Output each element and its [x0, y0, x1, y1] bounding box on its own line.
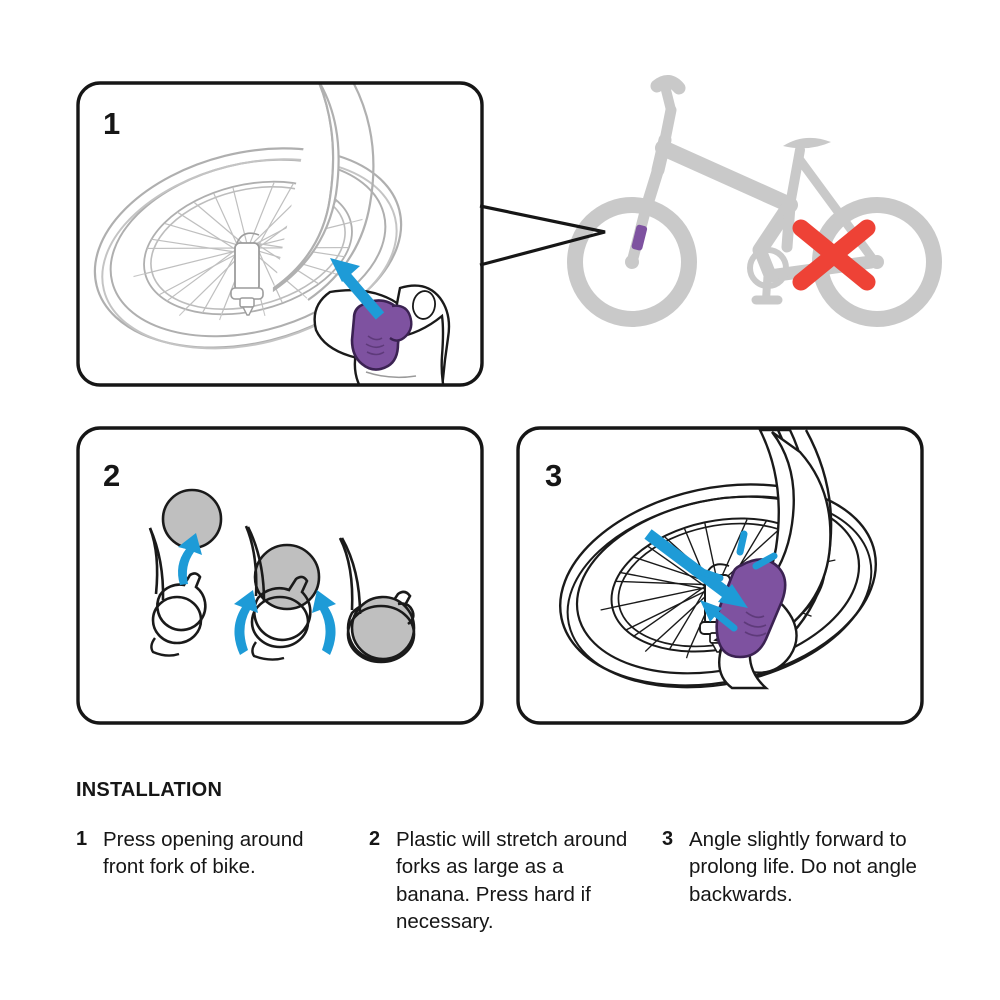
caption-item-3: 3 Angle slightly forward to prolong life…: [662, 826, 955, 908]
purple-clip-panel3: [715, 558, 787, 659]
bike-saddle-icon: [783, 137, 831, 149]
panel-2-number: 2: [103, 458, 121, 493]
stretch-arrow-2-right: [312, 590, 336, 655]
caption-text-3: Angle slightly forward to prolong life. …: [689, 828, 917, 906]
bike-fork-panel1: [272, 83, 375, 301]
clip-stage-3: [338, 537, 416, 664]
bike-front-wheel-icon: [567, 197, 697, 327]
caption-columns: 1 Press opening around front fork of bik…: [76, 826, 956, 935]
stretch-arrow-1: [178, 533, 202, 585]
installation-heading: INSTALLATION: [76, 779, 223, 801]
bike-handlebar-stem-icon: [661, 85, 676, 115]
bike-crank-arm-icon: [762, 264, 772, 304]
stretch-arrow-2-left: [234, 590, 258, 655]
caption-item-1: 1 Press opening around front fork of bik…: [76, 826, 369, 881]
clip-stage-2: [234, 525, 336, 661]
wheel-hub-panel1: [230, 232, 264, 316]
bike-overview-callout: [479, 75, 942, 327]
panel-2-frame: [76, 426, 484, 725]
bike-stem-icon: [659, 104, 677, 146]
panel-3-number: 3: [545, 458, 563, 493]
clip-stage-1: [148, 488, 223, 657]
panel-1-number: 1: [103, 106, 121, 141]
direction-arrow-panel1: [330, 258, 385, 320]
panel-1-frame: [76, 81, 484, 387]
bike-steerer-icon: [639, 164, 664, 218]
panel-3-illustration: [516, 426, 924, 725]
caption-index-1: 1: [76, 828, 88, 850]
panel-1-illustration: [76, 81, 484, 387]
clip-position-marker: [631, 224, 648, 251]
panel-2-illustration: [76, 426, 484, 725]
caption-text-1: Press opening around front fork of bike.: [103, 828, 304, 879]
bike-top-tube-icon: [655, 140, 798, 213]
caption-item-2: 2 Plastic will stretch around forks as l…: [369, 826, 662, 935]
panel-3-frame: [516, 426, 924, 725]
caption-index-3: 3: [662, 828, 674, 850]
purple-clip-panel1: [350, 299, 413, 371]
bike-handlebar-icon: [650, 75, 686, 95]
impact-arrow-panel3: [644, 529, 778, 632]
installation-caption-block: INSTALLATION 1 Press opening around fron…: [76, 780, 956, 935]
incorrect-position-x-icon: [792, 219, 876, 291]
caption-text-2: Plastic will stretch around forks as lar…: [396, 828, 628, 933]
bike-seat-tube-lower-icon: [781, 200, 796, 253]
callout-pointer: [479, 204, 606, 267]
caption-index-2: 2: [369, 828, 381, 850]
